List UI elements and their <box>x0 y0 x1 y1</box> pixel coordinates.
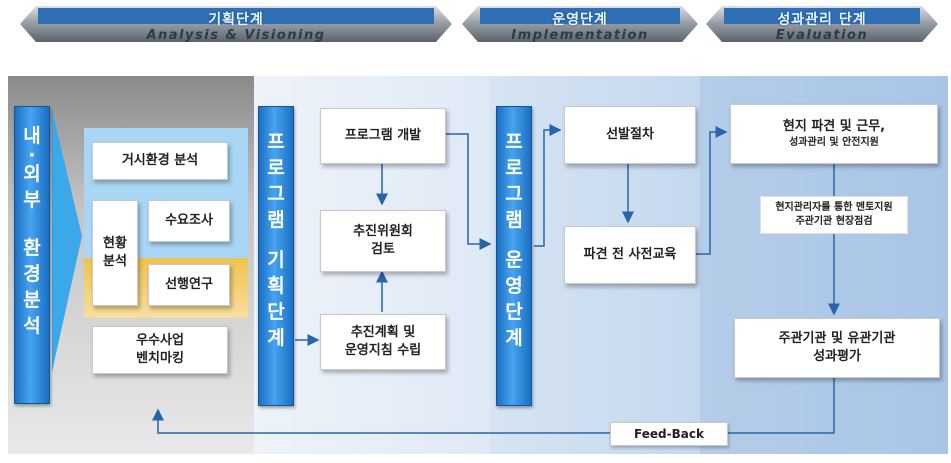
performance-evaluation-box: 주관기관 및 유관기관 성과평가 <box>734 318 940 378</box>
side-bar-char: 환 <box>23 237 41 259</box>
side-bar-char: 석 <box>23 315 41 337</box>
side-arrow-head <box>52 110 82 372</box>
status-analysis-box: 현황 분석 <box>92 200 138 306</box>
dispatch-work-box: 현지 파견 및 근무, 성과관리 및 안전지원 <box>730 104 938 164</box>
program-dev-box: 프로그램 개발 <box>320 108 446 164</box>
planning-bar-char: 계 <box>267 327 285 349</box>
phase-title: 기획단계 <box>208 12 264 28</box>
pre-dispatch-training-box: 파견 전 사전교육 <box>564 226 696 284</box>
operation-bar-char: 프 <box>505 131 523 153</box>
side-bar-char: 외 <box>23 163 41 185</box>
operation-bar-char: 운 <box>505 249 523 271</box>
operation-bar: 프 로 그 램 운 영 단 계 <box>496 106 532 406</box>
operation-bar-char: 램 <box>505 209 523 231</box>
phase-arrow-shape <box>462 6 698 42</box>
planning-bar-char: 프 <box>267 131 285 153</box>
phase-arrow-shape <box>706 6 938 42</box>
planning-bar-char: 램 <box>267 209 285 231</box>
feedback-label: Feed-Back <box>610 422 728 446</box>
demand-survey-box: 수요조사 <box>148 200 230 242</box>
planning-bar-char: 획 <box>267 275 285 297</box>
phase-header-planning: 기획단계 Analysis & Visioning <box>20 4 452 44</box>
phase-arrow-shape <box>20 6 452 42</box>
planning-bar: 프 로 그 램 기 획 단 계 <box>258 106 294 406</box>
operation-bar-char: 계 <box>505 327 523 349</box>
side-bar-char: · <box>28 144 36 166</box>
side-bar-char: 경 <box>23 263 41 285</box>
side-bar-char: 내 <box>23 125 41 147</box>
operation-bar-char: 로 <box>505 157 523 179</box>
committee-review-box: 추진위원회 검토 <box>320 210 446 272</box>
plan-guideline-box: 추진계획 및 운영지침 수립 <box>320 314 446 370</box>
selection-process-box: 선발절차 <box>564 106 696 164</box>
phase-header-operation: 운영단계 Implementation <box>462 4 698 44</box>
phase-title: 성과관리 단계 <box>777 12 867 28</box>
side-bar-char: 분 <box>23 289 41 311</box>
planning-bar-char: 단 <box>267 301 285 323</box>
side-bar-char: 부 <box>23 189 41 211</box>
dispatch-work-title: 현지 파견 및 근무, <box>782 119 886 134</box>
mentor-support-box: 현지관리자를 통한 멘토지원 주관기관 현장점검 <box>760 196 908 234</box>
phase-title: 운영단계 <box>552 12 608 28</box>
macro-analysis-box: 거시환경 분석 <box>92 142 228 180</box>
operation-bar-char: 영 <box>505 275 523 297</box>
phase-header-evaluation: 성과관리 단계 Evaluation <box>706 4 938 44</box>
planning-bar-char: 그 <box>267 183 285 205</box>
planning-bar-char: 로 <box>267 157 285 179</box>
phase-subtitle: Analysis & Visioning <box>146 28 326 43</box>
prior-research-box: 선행연구 <box>148 264 230 306</box>
operation-bar-char: 그 <box>505 183 523 205</box>
operation-bar-char: 단 <box>505 301 523 323</box>
dispatch-work-subtitle: 성과관리 및 안전지원 <box>789 137 879 148</box>
planning-bar-char: 기 <box>267 249 285 271</box>
phase-subtitle: Implementation <box>511 28 649 43</box>
phase-subtitle: Evaluation <box>775 28 869 43</box>
analysis-side-bar: 내 · 외 부 환 경 분 석 <box>14 106 50 404</box>
benchmark-box: 우수사업 벤치마킹 <box>92 326 228 374</box>
